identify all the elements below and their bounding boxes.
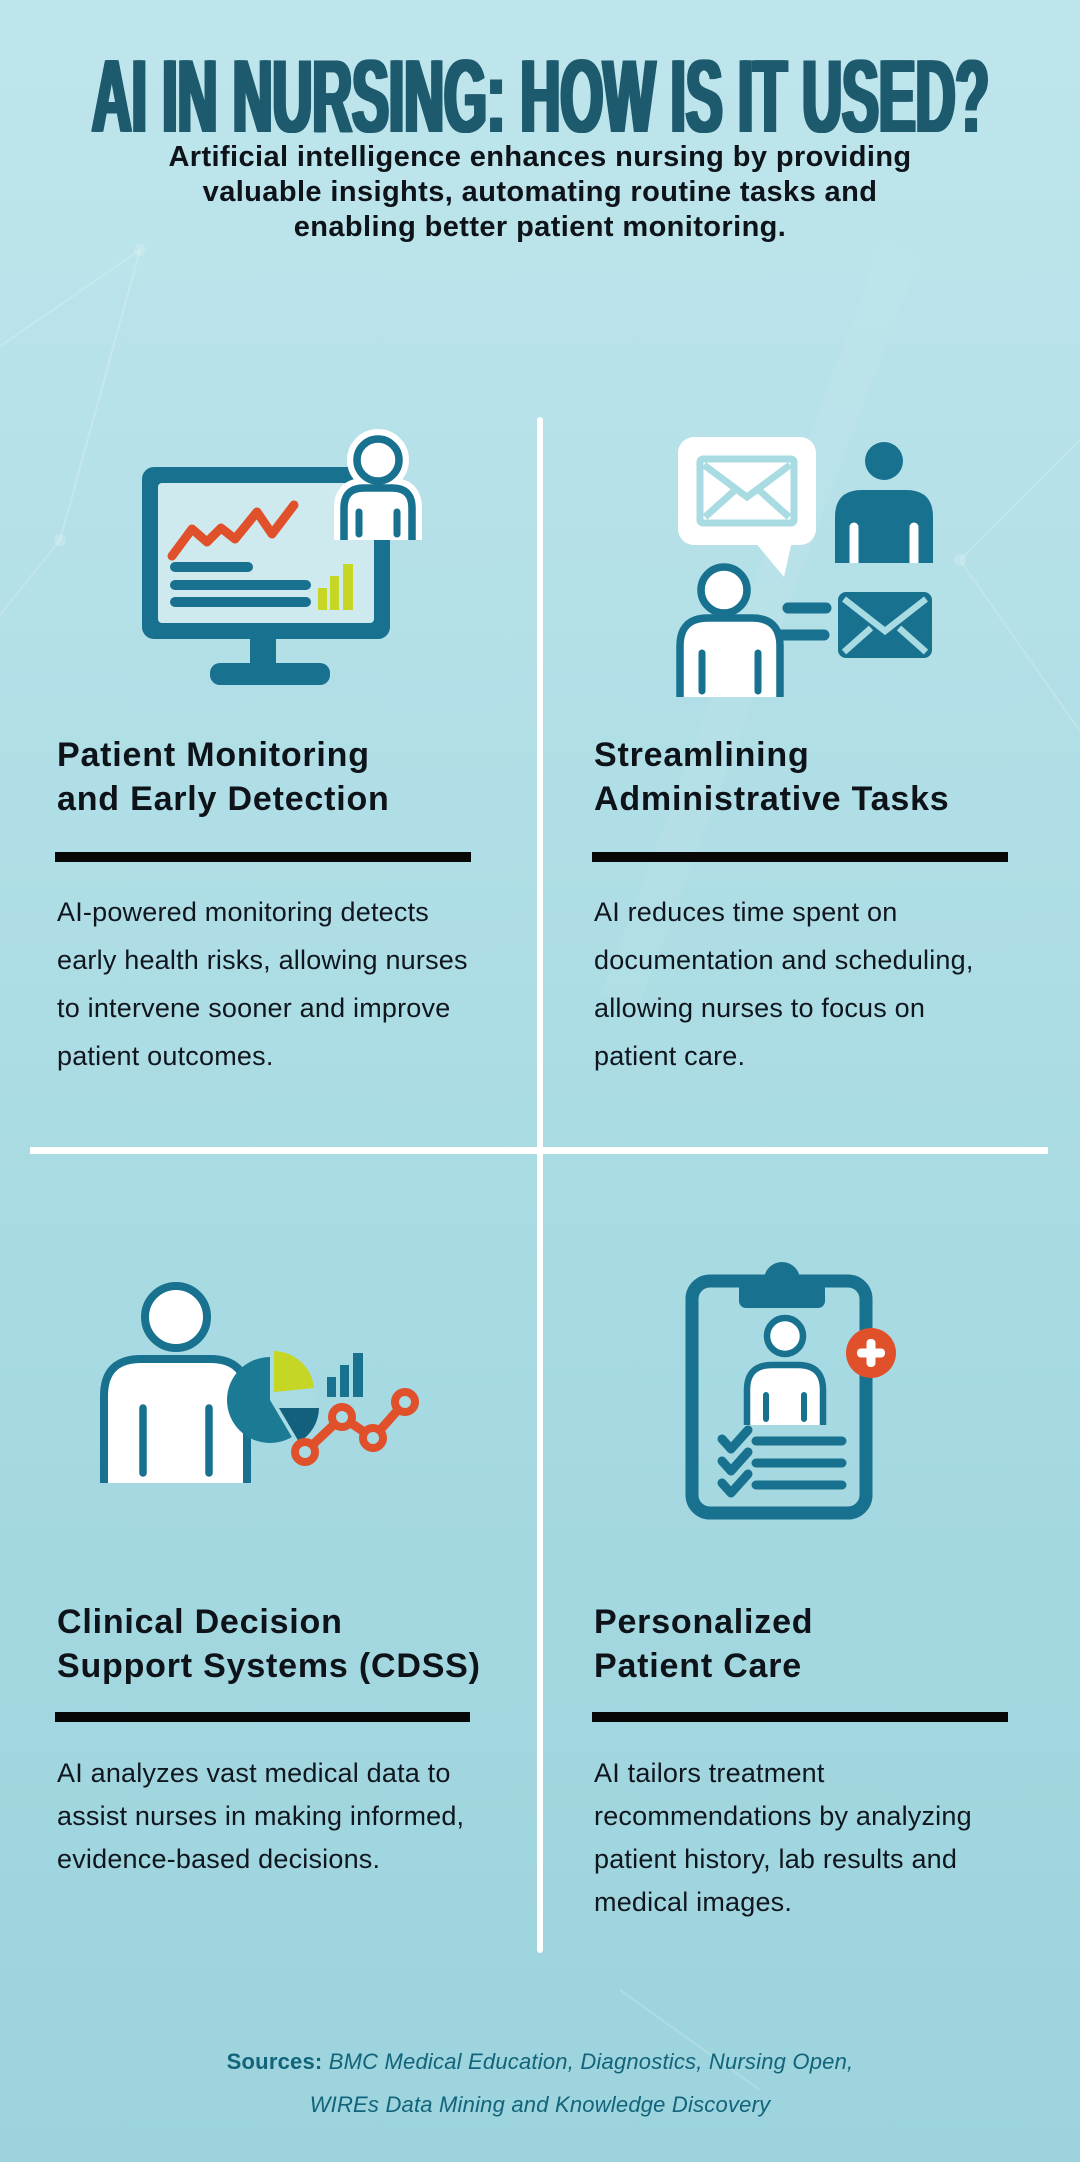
quadrant-heading-patient-monitoring: Patient Monitoring and Early Detection xyxy=(57,733,390,821)
body-line: AI reduces time spent on xyxy=(594,897,898,927)
quadrant-body-cdss: AI analyzes vast medical data to assist … xyxy=(57,1752,527,1881)
clipboard-patient-record-icon xyxy=(685,1262,896,1520)
sources-line: WIREs Data Mining and Knowledge Discover… xyxy=(309,2092,771,2117)
monitor-analytics-person-icon xyxy=(142,429,422,685)
horizontal-divider xyxy=(30,1147,1048,1154)
heading-line: Administrative Tasks xyxy=(594,780,950,818)
person-outline-icon xyxy=(100,1282,251,1483)
person-outline-icon xyxy=(743,1314,827,1425)
body-line: recommendations by analyzing xyxy=(594,1801,972,1831)
section-rule xyxy=(592,1712,1008,1722)
trend-line-icon xyxy=(167,500,299,561)
body-line: AI tailors treatment xyxy=(594,1758,825,1788)
vertical-divider xyxy=(537,417,543,1953)
pie-chart-icon xyxy=(227,1351,319,1443)
person-icon xyxy=(340,435,416,540)
quadrant-heading-administrative-tasks: Streamlining Administrative Tasks xyxy=(594,733,950,821)
heading-line: Support Systems (CDSS) xyxy=(57,1647,481,1685)
quadrant-heading-personalized-care: Personalized Patient Care xyxy=(594,1600,813,1688)
section-rule xyxy=(592,852,1008,862)
heading-line: Patient Monitoring xyxy=(57,736,370,774)
heading-line: Patient Care xyxy=(594,1647,803,1685)
monitor-stand-base xyxy=(210,663,330,685)
subtitle-line: enabling better patient monitoring. xyxy=(293,211,787,243)
body-line: assist nurses in making informed, xyxy=(57,1801,465,1831)
medical-plus-icon xyxy=(846,1328,896,1378)
sources-line: Sources: BMC Medical Education, Diagnost… xyxy=(0,2040,1080,2083)
quadrant-body-patient-monitoring: AI-powered monitoring detects early heal… xyxy=(57,888,527,1080)
monitor-stand-neck xyxy=(250,637,276,665)
quadrant-body-administrative-tasks: AI reduces time spent on documentation a… xyxy=(594,888,1064,1080)
person-outline-icon xyxy=(676,563,784,697)
page-title: AI IN NURSING: HOW IS IT USED? xyxy=(91,39,989,155)
body-line: documentation and scheduling, xyxy=(594,945,974,975)
clipboard-clip xyxy=(739,1262,825,1308)
sources-text: BMC Medical Education, Diagnostics, Nurs… xyxy=(322,2049,854,2074)
header: AI IN NURSING: HOW IS IT USED? xyxy=(0,39,1080,155)
subtitle-line: valuable insights, automating routine ta… xyxy=(202,176,878,208)
heading-line: Clinical Decision xyxy=(57,1603,343,1641)
body-line: allowing nurses to focus on xyxy=(594,993,926,1023)
body-line: evidence-based decisions. xyxy=(57,1844,381,1874)
quadrant-heading-cdss: Clinical Decision Support Systems (CDSS) xyxy=(57,1600,481,1688)
body-line: to intervene sooner and improve xyxy=(57,993,451,1023)
speech-bubble-mail-icon xyxy=(678,437,816,577)
person-solid-icon xyxy=(835,442,933,563)
sources-label: Sources: xyxy=(226,2049,323,2074)
bar-chart-icon xyxy=(327,1353,363,1397)
messaging-people-mail-icon xyxy=(676,437,933,697)
heading-line: Streamlining xyxy=(594,736,810,774)
section-rule xyxy=(55,1712,470,1722)
section-rule xyxy=(55,852,471,862)
speed-lines-icon xyxy=(775,602,832,641)
sources-footer: Sources: BMC Medical Education, Diagnost… xyxy=(0,2040,1080,2126)
body-line: AI-powered monitoring detects xyxy=(57,897,429,927)
body-line: patient history, lab results and xyxy=(594,1844,958,1874)
line-graph-icon xyxy=(291,1388,419,1466)
heading-line: and Early Detection xyxy=(57,780,390,818)
text-lines-icon xyxy=(170,562,311,607)
quadrant-body-personalized-care: AI tailors treatment recommendations by … xyxy=(594,1752,1064,1924)
body-line: patient outcomes. xyxy=(57,1041,274,1071)
bar-chart-icon xyxy=(318,564,353,610)
heading-line: Personalized xyxy=(594,1603,814,1641)
page-subtitle: Artificial intelligence enhances nursing… xyxy=(0,140,1080,245)
subtitle-line: Artificial intelligence enhances nursing… xyxy=(168,141,912,173)
body-line: early health risks, allowing nurses xyxy=(57,945,468,975)
checklist-icon xyxy=(717,1425,847,1498)
body-line: medical images. xyxy=(594,1887,793,1917)
body-line: AI analyzes vast medical data to xyxy=(57,1758,451,1788)
body-line: patient care. xyxy=(594,1041,746,1071)
send-mail-icon xyxy=(838,592,932,658)
person-pie-chart-analytics-icon xyxy=(100,1282,419,1483)
